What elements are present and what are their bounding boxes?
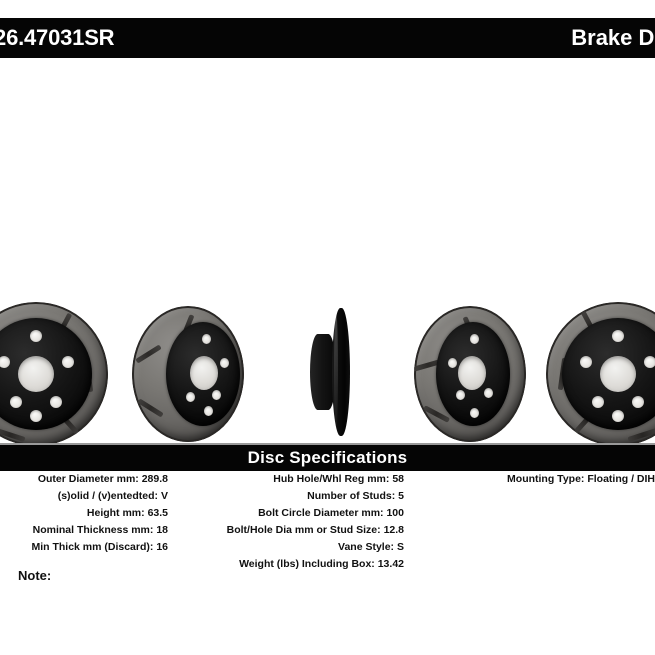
- lug-hole: [448, 358, 457, 368]
- lug-hole: [580, 356, 592, 368]
- lug-hole: [612, 410, 624, 422]
- header-banner: 126.47031SR Brake Disc: [0, 18, 655, 58]
- spec-row: Nominal Thickness mm: 18: [0, 522, 168, 539]
- spec-label: Height mm:: [86, 507, 145, 519]
- spec-value: 63.5: [147, 507, 168, 519]
- disc-outer-edge: [414, 306, 526, 442]
- edge-highlight: [334, 312, 338, 430]
- spec-row: Hub Hole/Whl Reg mm: 58: [196, 471, 404, 488]
- rotor-view-slotted-face-right: [546, 302, 655, 446]
- lug-hole: [204, 406, 213, 416]
- product-image-strip: [0, 296, 655, 446]
- spec-value: 5: [398, 490, 404, 502]
- rotor-hat: [436, 322, 510, 426]
- rotor-view-slotted-face-left: [0, 302, 108, 446]
- rotor-hat: [0, 318, 92, 430]
- note-block: Note:: [18, 568, 57, 583]
- spec-row: Weight (lbs) Including Box: 13.42: [196, 556, 404, 573]
- hub-bore: [190, 356, 218, 390]
- spec-value: 16: [156, 541, 168, 553]
- spec-value: Floating / DIH: [587, 473, 655, 485]
- spec-row: Bolt/Hole Dia mm or Stud Size: 12.8: [196, 522, 404, 539]
- spec-banner: Disc Specifications: [0, 445, 655, 471]
- spec-label: Vane Style:: [338, 541, 395, 553]
- lug-hole: [212, 390, 221, 400]
- spec-value: 18: [156, 524, 168, 536]
- specifications-area: Outer Diameter mm: 289.8 (s)olid / (v)en…: [0, 471, 655, 581]
- hub-bore: [18, 356, 54, 392]
- spec-label: Bolt Circle Diameter mm:: [258, 507, 384, 519]
- lug-hole: [592, 396, 604, 408]
- lug-hole: [0, 356, 10, 368]
- spec-label: Weight (lbs) Including Box:: [239, 558, 375, 570]
- spec-label: Mounting Type:: [507, 473, 585, 485]
- spec-value: 289.8: [141, 473, 168, 485]
- spec-column-right: Mounting Type: Floating / DIH: [440, 471, 655, 488]
- spec-row: Bolt Circle Diameter mm: 100: [196, 505, 404, 522]
- disc-outer-edge: [132, 306, 244, 442]
- spec-value: 12.8: [383, 524, 404, 536]
- lug-hole: [470, 334, 479, 344]
- spec-divider: [0, 443, 655, 445]
- lug-hole: [30, 410, 42, 422]
- spec-value: V: [160, 490, 168, 502]
- spec-value: S: [396, 541, 404, 553]
- note-label: Note:: [18, 568, 52, 583]
- spec-label: Hub Hole/Whl Reg mm:: [273, 473, 390, 485]
- lug-hole: [456, 390, 465, 400]
- spec-row: Min Thick mm (Discard): 16: [0, 539, 168, 556]
- spec-column-left: Outer Diameter mm: 289.8 (s)olid / (v)en…: [0, 471, 168, 556]
- rotor-view-angled-right: [414, 306, 526, 442]
- lug-hole: [62, 356, 74, 368]
- spec-value: 58: [392, 473, 404, 485]
- spec-row: Height mm: 63.5: [0, 505, 168, 522]
- lug-hole: [612, 330, 624, 342]
- hub-bore: [458, 356, 486, 390]
- spec-row: Outer Diameter mm: 289.8: [0, 471, 168, 488]
- spec-column-middle: Hub Hole/Whl Reg mm: 58 Number of Studs:…: [196, 471, 404, 573]
- spec-label: Min Thick mm (Discard):: [31, 541, 154, 553]
- lug-hole: [644, 356, 655, 368]
- rotor-hat: [166, 322, 240, 426]
- spec-label: Outer Diameter mm:: [37, 473, 139, 485]
- spec-label: Number of Studs:: [307, 490, 396, 502]
- part-number: 126.47031SR: [0, 25, 115, 50]
- lug-hole: [470, 408, 479, 418]
- lug-hole: [186, 392, 195, 402]
- hub-bore: [600, 356, 636, 392]
- spec-row: (s)olid / (v)entedted: V: [0, 488, 168, 505]
- spec-value: 13.42: [377, 558, 404, 570]
- spec-row: Number of Studs: 5: [196, 488, 404, 505]
- page-title: Brake Disc: [571, 25, 655, 50]
- spec-row: Vane Style: S: [196, 539, 404, 556]
- rotor-view-angled-left: [132, 306, 244, 442]
- spec-row: Mounting Type: Floating / DIH: [440, 471, 655, 488]
- lug-hole: [50, 396, 62, 408]
- lug-hole: [484, 388, 493, 398]
- spec-label: (s)olid / (v)entedted:: [57, 490, 159, 502]
- spec-label: Bolt/Hole Dia mm or Stud Size:: [226, 524, 381, 536]
- rotor-view-edge-profile: [310, 308, 356, 436]
- lug-hole: [632, 396, 644, 408]
- rotor-hat-profile: [310, 334, 336, 410]
- spec-value: 100: [386, 507, 404, 519]
- spec-banner-title: Disc Specifications: [247, 448, 408, 467]
- disc-edge-profile: [332, 308, 350, 436]
- rotor-hat: [562, 318, 655, 430]
- lug-hole: [30, 330, 42, 342]
- lug-hole: [202, 334, 211, 344]
- lug-hole: [220, 358, 229, 368]
- spec-label: Nominal Thickness mm:: [32, 524, 154, 536]
- lug-hole: [10, 396, 22, 408]
